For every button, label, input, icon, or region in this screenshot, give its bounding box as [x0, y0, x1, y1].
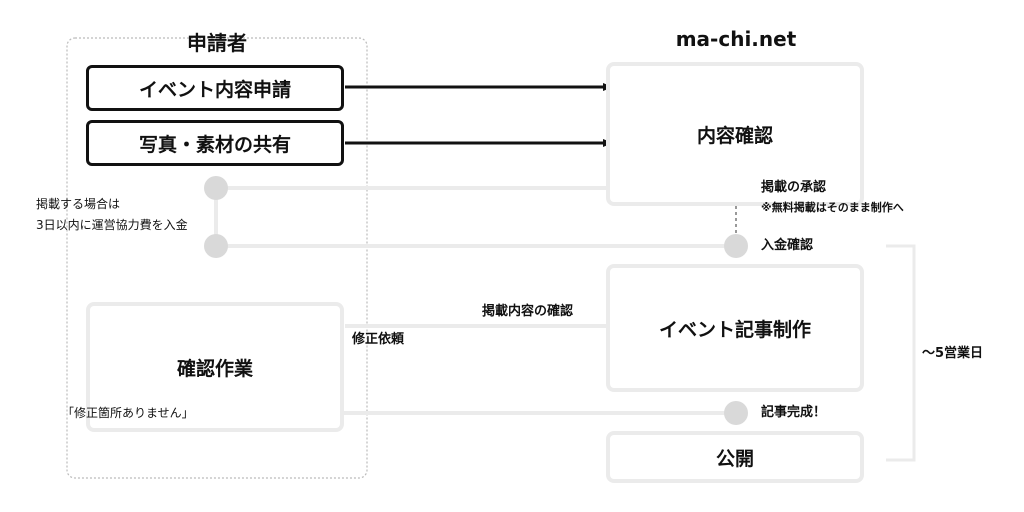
machi-title: ma-chi.net — [675, 27, 797, 51]
fee-note-line1: 掲載する場合は — [36, 197, 121, 211]
review-work-box: 確認作業 — [86, 302, 344, 432]
fee-node-top — [204, 176, 228, 200]
payment-check-label: 入金確認 — [761, 238, 814, 253]
fee-node-bottom — [204, 234, 228, 258]
material-share-box: 写真・素材の共有 — [86, 120, 344, 166]
publish-box: 公開 — [606, 431, 864, 483]
free-listing-note: ※無料掲載はそのまま制作へ — [761, 201, 904, 214]
article-done-node — [724, 401, 748, 425]
duration-bracket — [886, 244, 916, 462]
applicant-frame — [66, 37, 368, 479]
event-application-box: イベント内容申請 — [86, 65, 344, 111]
applicant-title: 申請者 — [187, 31, 247, 55]
content-confirm-box: 内容確認 — [606, 62, 864, 206]
no-fix-label: 「修正箇所ありません」 — [62, 406, 194, 420]
fee-note-line2: 3日以内に運営協力費を入金 — [36, 218, 188, 232]
article-done-label: 記事完成！ — [761, 405, 827, 420]
revision-request-label: 修正依頼 — [352, 332, 405, 347]
content-check-label: 掲載内容の確認 — [482, 304, 574, 319]
duration-label: 〜5営業日 — [922, 346, 984, 361]
payment-node — [724, 234, 748, 258]
approval-label: 掲載の承認 — [761, 180, 827, 195]
article-production-box: イベント記事制作 — [606, 264, 864, 392]
